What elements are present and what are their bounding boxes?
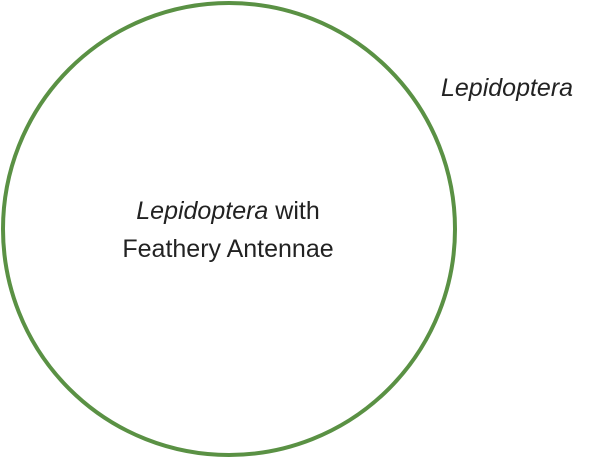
universal-set-label: Lepidoptera — [441, 74, 574, 102]
subset-label-rest: with — [268, 197, 320, 225]
subset-circle — [1, 1, 457, 457]
subset-label: Lepidoptera with Feathery Antennae — [60, 192, 396, 268]
subset-label-line2: Feathery Antennae — [122, 235, 334, 263]
subset-label-italic: Lepidoptera — [136, 197, 269, 225]
subset-label-line1: Lepidoptera with — [60, 192, 396, 230]
